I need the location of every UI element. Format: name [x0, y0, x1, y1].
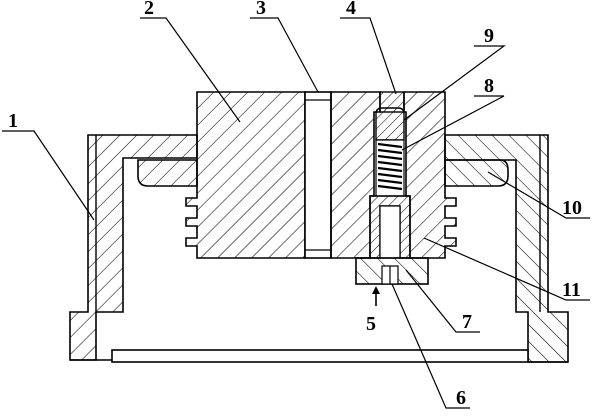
label-4: 4 — [346, 0, 356, 19]
label-11: 11 — [562, 279, 581, 301]
label-1: 1 — [8, 110, 18, 132]
nozzle-part — [355, 257, 429, 285]
label-3: 3 — [256, 0, 266, 19]
through-channel-part — [304, 91, 332, 259]
plunger-part — [369, 195, 411, 259]
main-body-part — [185, 91, 306, 259]
label-9: 9 — [484, 25, 494, 47]
label-2: 2 — [144, 0, 154, 19]
label-6: 6 — [456, 387, 466, 409]
part-labels: 1 2 3 4 5 6 7 8 9 10 11 — [8, 0, 582, 409]
leader-lines — [2, 17, 590, 409]
valve-plug-part — [375, 107, 405, 141]
label-7: 7 — [462, 311, 472, 333]
label-10: 10 — [562, 197, 582, 219]
label-8: 8 — [484, 75, 494, 97]
housing-part — [69, 134, 569, 363]
spring-part — [375, 139, 405, 197]
flange-ring-part — [137, 159, 509, 187]
flow-arrow-icon — [372, 286, 380, 306]
label-5: 5 — [366, 313, 376, 335]
